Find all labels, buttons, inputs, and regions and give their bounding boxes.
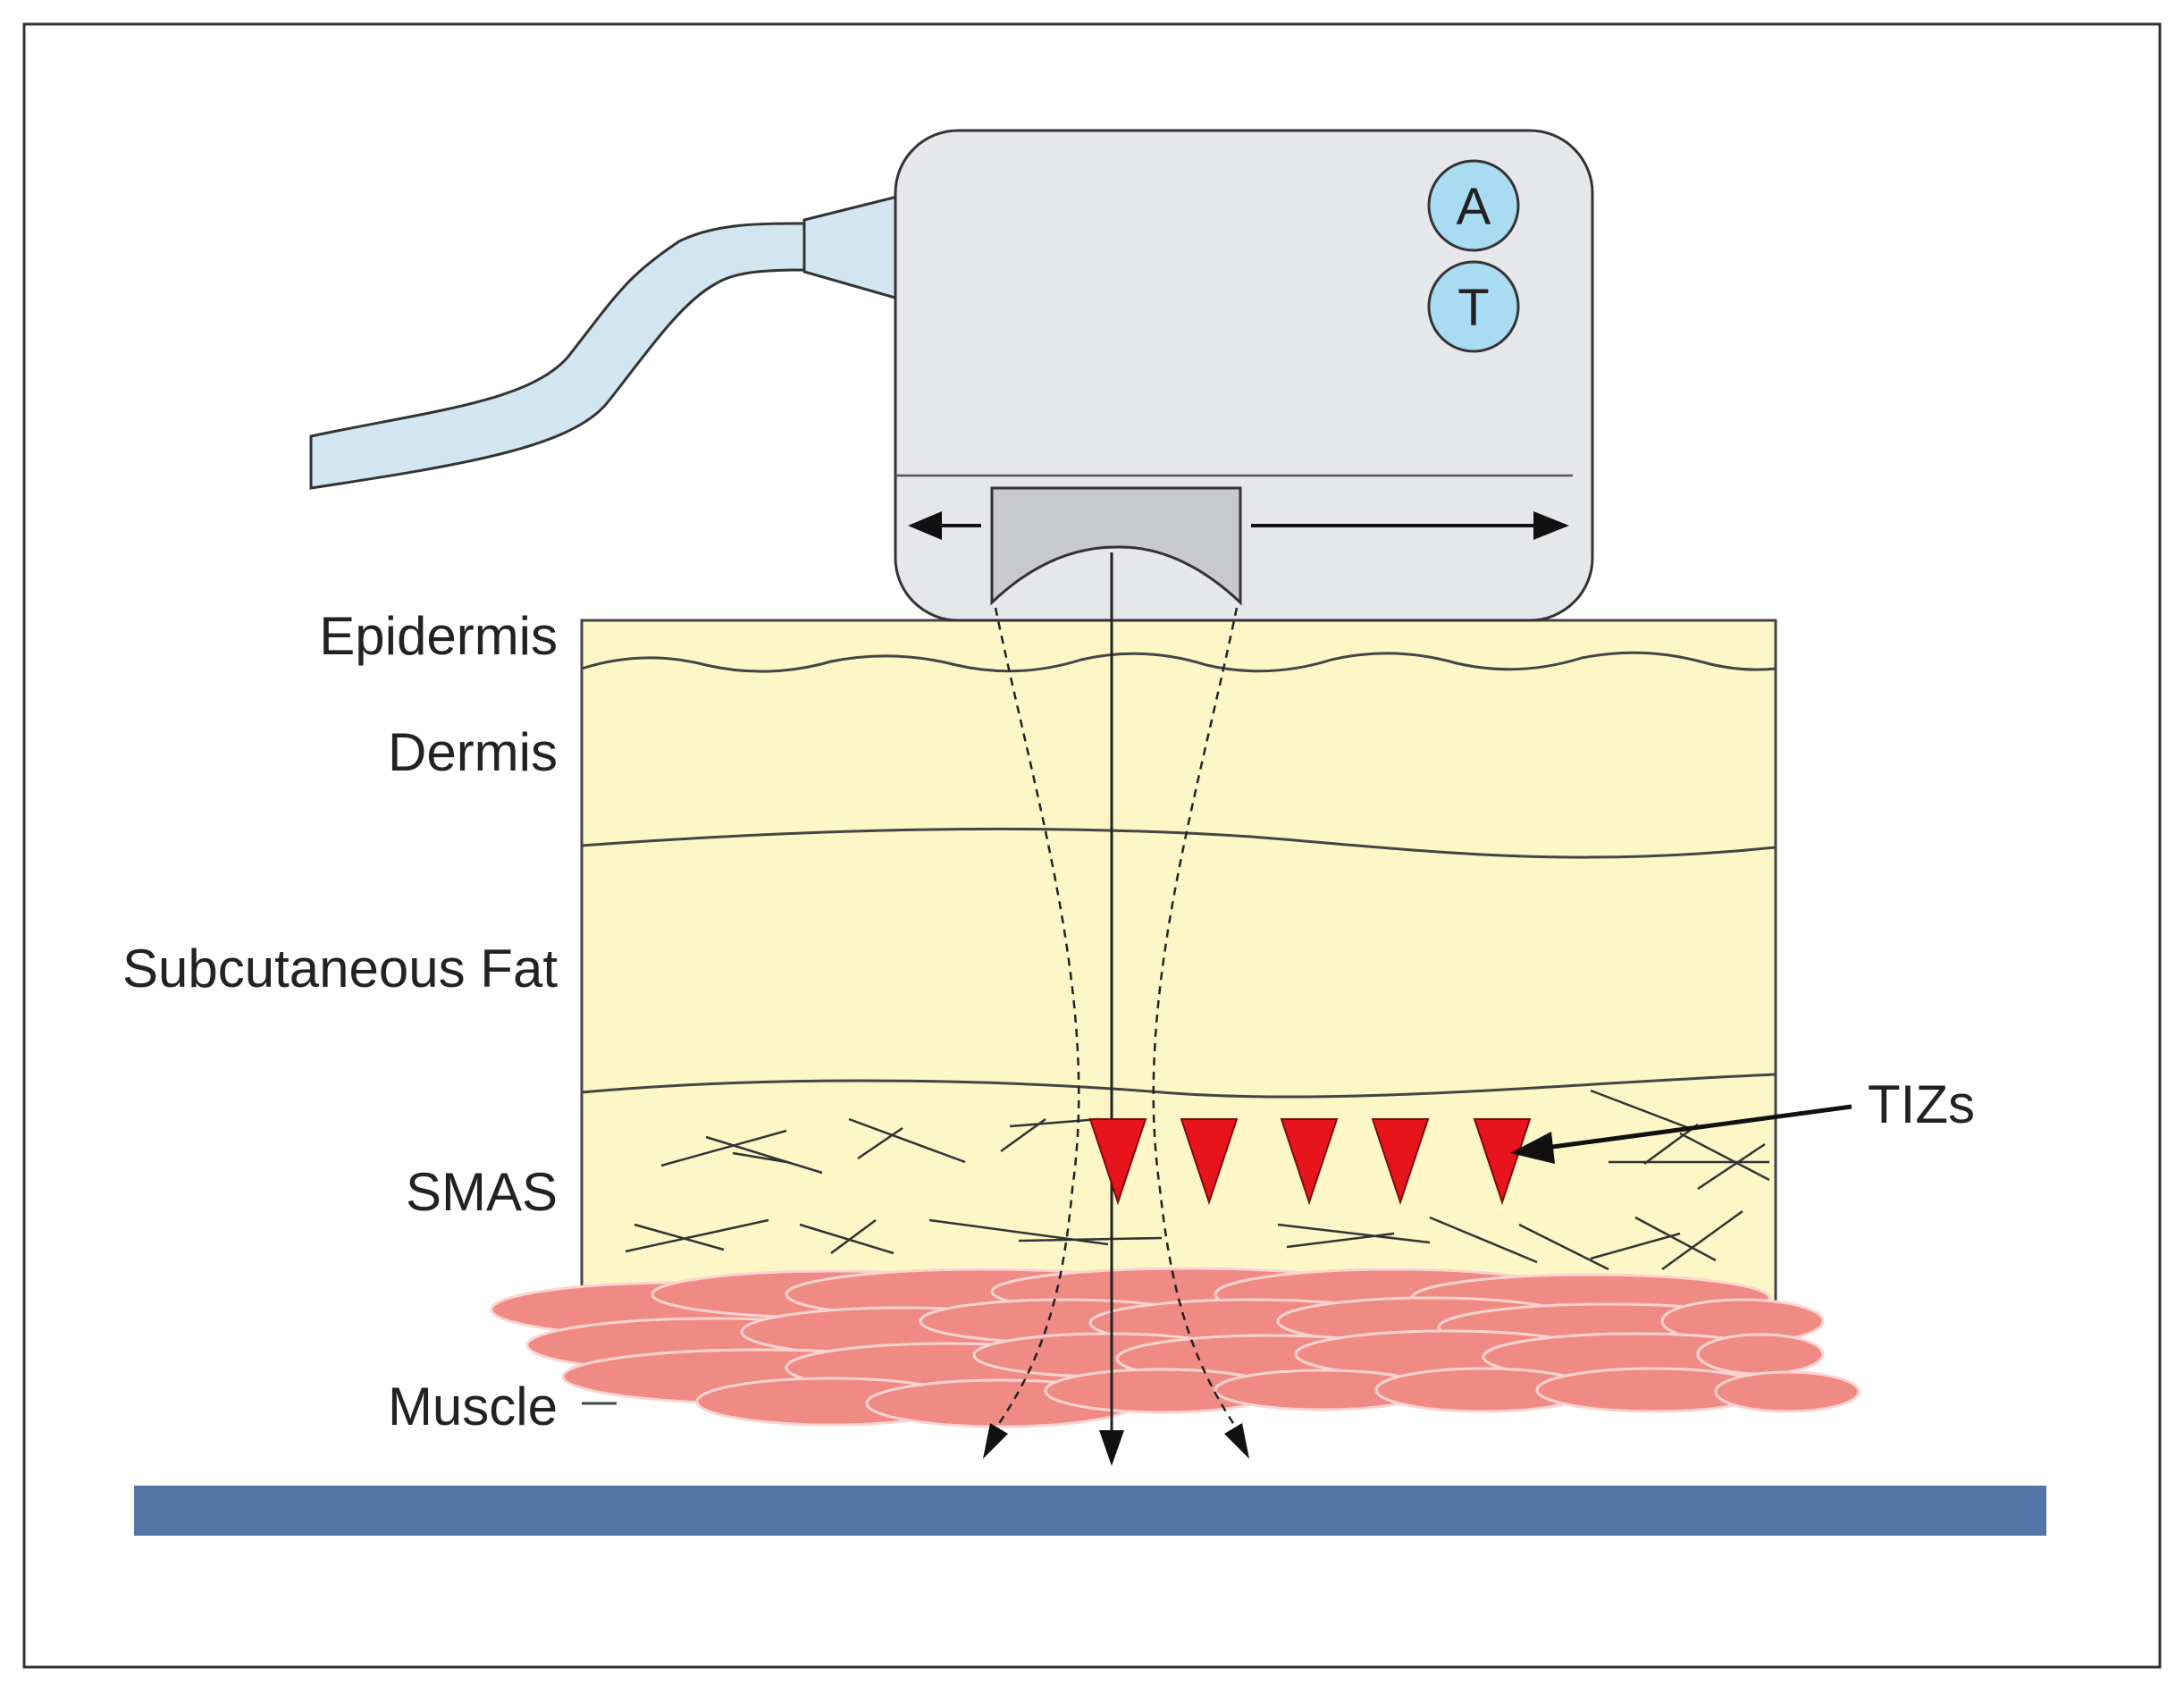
cable-connector: [802, 193, 906, 302]
dermis-fat-boundary: [581, 827, 1777, 859]
button-t-label: T: [1457, 279, 1489, 337]
button-a-label: A: [1457, 178, 1491, 236]
tiz-markers: [1088, 1118, 1532, 1206]
figure-frame: [22, 22, 2162, 1669]
beam-path-right: [1152, 607, 1242, 1435]
tiz-label: TIZs: [1868, 1074, 1975, 1134]
epidermis-boundary: [581, 651, 1777, 673]
device-cable: [309, 222, 806, 490]
tiz-marker: [1280, 1118, 1339, 1206]
fat-smas-boundary: [581, 1073, 1777, 1099]
beam-path-left: [990, 607, 1080, 1435]
beam-arrowhead-center: [1099, 1430, 1124, 1466]
tiz-marker: [1088, 1118, 1147, 1206]
tiz-pointer-arrow: [1510, 1104, 1852, 1164]
label-subcutaneous-fat: Subcutaneous Fat: [122, 939, 558, 998]
button-t-circle: [1427, 260, 1520, 353]
button-a-circle: [1427, 159, 1520, 252]
label-epidermis: Epidermis: [319, 606, 558, 666]
base-bar: [134, 1486, 2046, 1536]
skin-block: [580, 619, 1777, 1303]
label-dermis: Dermis: [388, 722, 558, 782]
beam-arrowhead-right: [1224, 1423, 1249, 1459]
beam-arrowhead-left: [983, 1423, 1008, 1459]
label-muscle: Muscle: [388, 1377, 558, 1436]
tiz-marker: [1473, 1118, 1532, 1206]
muscle-fibers: [490, 1267, 1861, 1428]
movement-arrow-left: [908, 511, 981, 540]
button-t[interactable]: T: [1427, 260, 1520, 353]
transducer: [990, 486, 1242, 606]
tiz-marker: [1180, 1118, 1239, 1206]
smas-fibers: [625, 1089, 1770, 1271]
label-smas: SMAS: [406, 1162, 558, 1222]
movement-arrow-right: [1251, 511, 1569, 540]
button-a[interactable]: A: [1427, 159, 1520, 252]
tiz-marker: [1371, 1118, 1430, 1206]
